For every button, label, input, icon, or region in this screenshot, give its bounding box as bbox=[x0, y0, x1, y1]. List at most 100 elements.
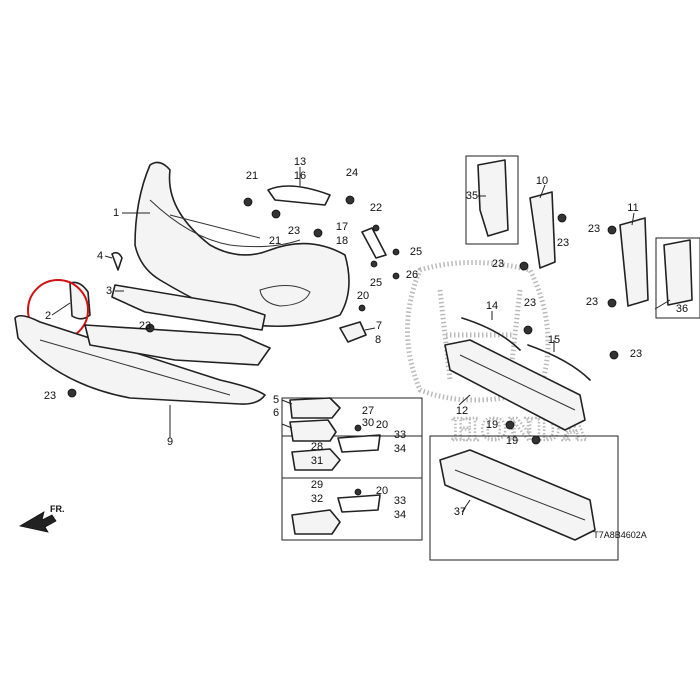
bracket-11 bbox=[619, 217, 649, 307]
side-bracket-17 bbox=[361, 227, 387, 259]
bracket-10 bbox=[529, 191, 556, 269]
clip-icon bbox=[358, 304, 366, 312]
clip-icon bbox=[313, 228, 323, 238]
callout-24: 24 bbox=[346, 167, 358, 179]
lower-lip-spoiler bbox=[14, 314, 266, 405]
callout-5: 5 bbox=[273, 394, 279, 406]
callout-31: 31 bbox=[311, 455, 323, 467]
callout-36: 36 bbox=[676, 303, 688, 315]
callout-21-b: 21 bbox=[269, 235, 281, 247]
callout-23-i: 23 bbox=[630, 348, 642, 360]
callout-29: 29 bbox=[311, 479, 323, 491]
group-box-29-34 bbox=[281, 477, 423, 541]
callout-35: 35 bbox=[466, 190, 478, 202]
callout-17: 17 bbox=[336, 221, 348, 233]
callout-25-a: 25 bbox=[410, 246, 422, 258]
callout-14: 14 bbox=[486, 300, 498, 312]
callout-34-b: 34 bbox=[394, 509, 406, 521]
callout-3: 3 bbox=[106, 285, 112, 297]
callout-30: 30 bbox=[362, 417, 374, 429]
callout-27: 27 bbox=[362, 405, 374, 417]
callout-23-g: 23 bbox=[586, 296, 598, 308]
bolt-icon bbox=[354, 424, 362, 432]
group-box-36 bbox=[655, 237, 700, 319]
bumper-beam bbox=[444, 339, 586, 431]
callout-16: 16 bbox=[294, 170, 306, 182]
callout-15: 15 bbox=[548, 334, 560, 346]
callout-26: 26 bbox=[406, 269, 418, 281]
bolt-icon bbox=[505, 420, 515, 430]
callout-23-d: 23 bbox=[492, 258, 504, 270]
callout-21-a: 21 bbox=[246, 170, 258, 182]
callout-23-b: 23 bbox=[139, 320, 151, 332]
callout-20-a: 20 bbox=[357, 290, 369, 302]
fog-light bbox=[339, 321, 367, 343]
diagram-code: T7A8B4602A bbox=[593, 530, 647, 540]
callout-10: 10 bbox=[536, 175, 548, 187]
callout-37: 37 bbox=[454, 506, 466, 518]
arrow-icon bbox=[18, 511, 57, 533]
bolt-icon bbox=[354, 488, 362, 496]
clip-4 bbox=[111, 251, 123, 271]
callout-2: 2 bbox=[45, 310, 51, 322]
callout-7: 7 bbox=[376, 320, 382, 332]
leader-lines bbox=[51, 167, 671, 513]
fog-bezel-left bbox=[289, 397, 341, 419]
under-cover bbox=[84, 324, 271, 366]
clip-icon bbox=[607, 225, 617, 235]
wire-15 bbox=[527, 344, 591, 381]
callout-1: 1 bbox=[113, 207, 119, 219]
bracket-35 bbox=[477, 159, 509, 237]
fog-bezel-5 bbox=[289, 419, 337, 442]
clip-icon bbox=[523, 325, 533, 335]
group-box-35 bbox=[465, 155, 519, 245]
bolt-icon bbox=[243, 197, 253, 207]
clip-icon bbox=[67, 388, 77, 398]
callout-34-a: 34 bbox=[394, 443, 406, 455]
callout-23-e: 23 bbox=[557, 237, 569, 249]
fog-garnish-28 bbox=[291, 448, 341, 471]
front-direction-indicator: FR. bbox=[18, 504, 65, 533]
callout-25-b: 25 bbox=[370, 277, 382, 289]
fasteners bbox=[67, 195, 619, 496]
clip-icon bbox=[392, 248, 400, 256]
side-spacer bbox=[69, 281, 91, 320]
callout-23-c: 23 bbox=[44, 390, 56, 402]
callouts: 1 2 3 4 5 6 7 8 9 10 11 12 13 14 15 16 1… bbox=[44, 156, 688, 521]
bolt-icon bbox=[345, 195, 355, 205]
callout-20-b: 20 bbox=[376, 419, 388, 431]
callout-22: 22 bbox=[370, 202, 382, 214]
fog-bracket-33a bbox=[337, 434, 381, 453]
clip-icon bbox=[557, 213, 567, 223]
callout-4: 4 bbox=[97, 250, 103, 262]
fog-garnish-29 bbox=[291, 509, 341, 535]
callout-23-h: 23 bbox=[524, 297, 536, 309]
bracket-36 bbox=[663, 239, 693, 306]
clip-icon bbox=[372, 224, 380, 232]
callout-11: 11 bbox=[627, 202, 638, 214]
bolt-icon bbox=[271, 209, 281, 219]
upper-bracket bbox=[267, 185, 331, 206]
clip-icon bbox=[519, 261, 529, 271]
group-box-37 bbox=[429, 435, 619, 561]
callout-20-c: 20 bbox=[376, 485, 388, 497]
clip-icon bbox=[145, 323, 155, 333]
callout-32: 32 bbox=[311, 493, 323, 505]
lower-grille bbox=[111, 284, 266, 331]
callout-23-f: 23 bbox=[588, 223, 600, 235]
fog-bracket-33b bbox=[337, 494, 381, 513]
clip-icon bbox=[607, 298, 617, 308]
callout-19-b: 19 bbox=[506, 435, 518, 447]
callout-9: 9 bbox=[167, 436, 173, 448]
wire-14 bbox=[461, 317, 521, 351]
front-bumper-face bbox=[134, 161, 350, 327]
callout-28: 28 bbox=[311, 441, 323, 453]
callout-6: 6 bbox=[273, 407, 279, 419]
callout-13: 13 bbox=[294, 156, 306, 168]
clip-icon bbox=[392, 272, 400, 280]
bolt-icon bbox=[531, 435, 541, 445]
callout-18: 18 bbox=[336, 235, 348, 247]
callout-23-a: 23 bbox=[288, 225, 300, 237]
callout-12: 12 bbox=[456, 405, 468, 417]
direction-label: FR. bbox=[50, 504, 65, 514]
